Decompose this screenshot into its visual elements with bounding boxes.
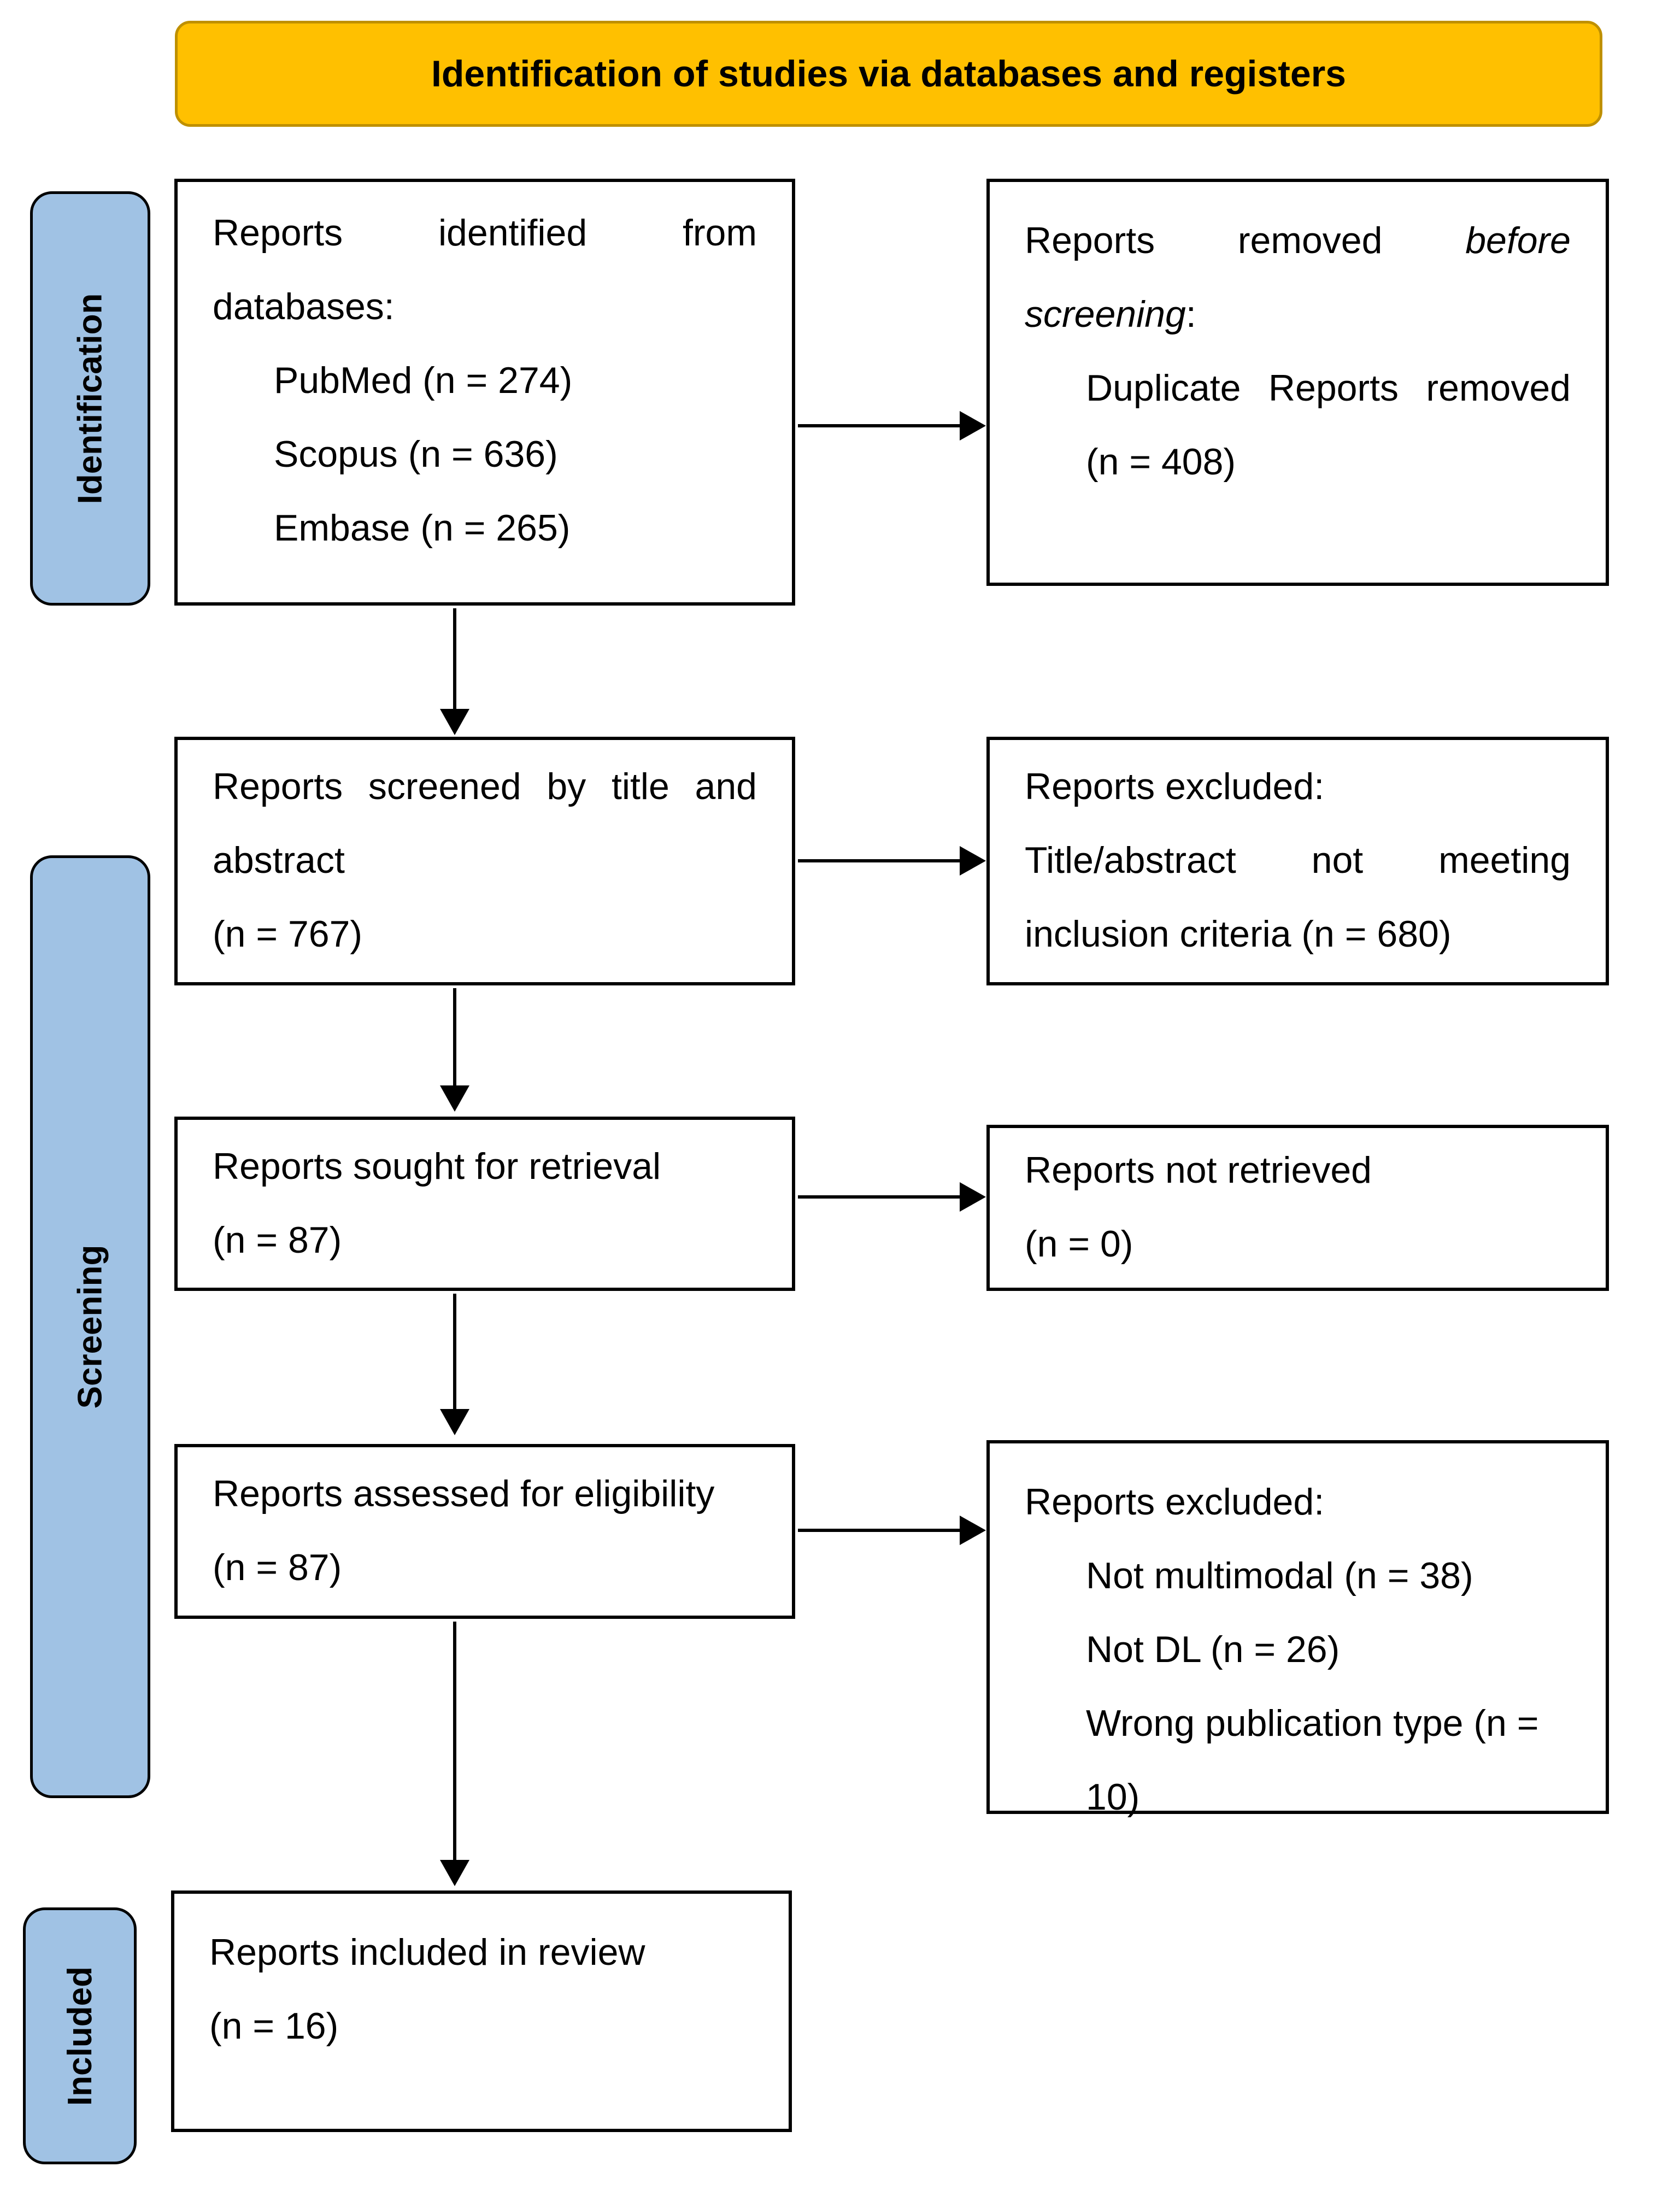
removed-line-1-normal: Reports removed: [1025, 220, 1383, 261]
box-reports-sought: Reports sought for retrieval (n = 87): [174, 1117, 795, 1291]
box-reports-identified: Reports identified from databases: PubMe…: [174, 179, 795, 606]
sought-line-2: (n = 87): [213, 1219, 342, 1261]
arrow-head-right-icon: [960, 846, 986, 876]
assessed-line-2: (n = 87): [213, 1547, 342, 1588]
box-reports-excluded-screening: Reports excluded: Title/abstract not mee…: [986, 737, 1609, 985]
screened-line-2: abstract: [213, 839, 345, 881]
assessed-line-1: Reports assessed for eligibility: [213, 1473, 715, 1514]
excluded-eligibility-item-dl: Not DL (n = 26): [1086, 1629, 1340, 1670]
excluded-eligibility-item-pubtype: Wrong publication type (n = 10): [1086, 1702, 1539, 1818]
box-reports-removed-before-screening: Reports removed before screening: Duplic…: [986, 179, 1609, 586]
arrow-shaft: [798, 1195, 962, 1199]
excluded-screening-line-1: Reports excluded:: [1025, 766, 1325, 807]
arrow-head-right-icon: [960, 411, 986, 441]
box-reports-screened: Reports screened by title and abstract (…: [174, 737, 795, 985]
stage-label-identification: Identification: [71, 293, 109, 504]
not-retrieved-line-1: Reports not retrieved: [1025, 1149, 1372, 1191]
arrow-head-down-icon: [440, 1409, 469, 1435]
excluded-screening-line-3: inclusion criteria (n = 680): [1025, 913, 1452, 955]
removed-line-1-italic: before: [1465, 220, 1571, 261]
arrow-shaft: [798, 859, 962, 862]
box-reports-excluded-eligibility: Reports excluded: Not multimodal (n = 38…: [986, 1440, 1609, 1818]
screened-line-1: Reports screened by title and: [213, 766, 757, 807]
excluded-screening-line-2: Title/abstract not meeting: [1025, 839, 1571, 881]
not-retrieved-line-2: (n = 0): [1025, 1223, 1133, 1265]
identified-item-scopus: Scopus (n = 636): [274, 433, 558, 475]
arrow-head-right-icon: [960, 1182, 986, 1212]
removed-item-count: (n = 408): [1086, 441, 1236, 483]
arrow-shaft: [453, 1622, 456, 1862]
identified-line-1: Reports identified from: [213, 212, 757, 254]
arrow-shaft: [798, 424, 962, 427]
arrow-head-down-icon: [440, 709, 469, 735]
stage-bar-included: Included: [23, 1907, 137, 2164]
identified-line-2: databases:: [213, 286, 395, 327]
stage-bar-identification: Identification: [30, 191, 150, 606]
removed-line-2-colon: :: [1185, 293, 1196, 335]
box-reports-assessed: Reports assessed for eligibility (n = 87…: [174, 1444, 795, 1619]
arrow-head-down-icon: [440, 1085, 469, 1112]
identified-item-pubmed: PubMed (n = 274): [274, 360, 573, 401]
identified-item-embase: Embase (n = 265): [274, 507, 571, 549]
excluded-eligibility-item-multimodal: Not multimodal (n = 38): [1086, 1555, 1473, 1596]
removed-item-duplicates: Duplicate Reports removed: [1086, 367, 1571, 409]
banner-title-text: Identification of studies via databases …: [431, 53, 1347, 95]
removed-line-1: Reports removed before: [1025, 204, 1571, 278]
arrow-shaft: [453, 1294, 456, 1411]
stage-label-screening: Screening: [71, 1244, 109, 1409]
removed-line-2: screening:: [1025, 278, 1571, 351]
arrow-head-down-icon: [440, 1860, 469, 1886]
sought-line-1: Reports sought for retrieval: [213, 1146, 661, 1187]
stage-label-included: Included: [61, 1966, 99, 2106]
arrow-shaft: [453, 608, 456, 711]
box-reports-not-retrieved: Reports not retrieved (n = 0): [986, 1125, 1609, 1291]
screened-line-3: (n = 767): [213, 913, 363, 955]
box-reports-included: Reports included in review (n = 16): [171, 1890, 792, 2132]
arrow-head-right-icon: [960, 1516, 986, 1545]
arrow-shaft: [798, 1529, 962, 1532]
included-line-1: Reports included in review: [209, 1931, 645, 1973]
arrow-shaft: [453, 988, 456, 1088]
stage-bar-screening: Screening: [30, 855, 150, 1798]
excluded-eligibility-line-1: Reports excluded:: [1025, 1481, 1325, 1523]
removed-line-2-italic: screening: [1025, 293, 1186, 335]
banner-title: Identification of studies via databases …: [175, 21, 1602, 127]
included-line-2: (n = 16): [209, 2005, 339, 2047]
